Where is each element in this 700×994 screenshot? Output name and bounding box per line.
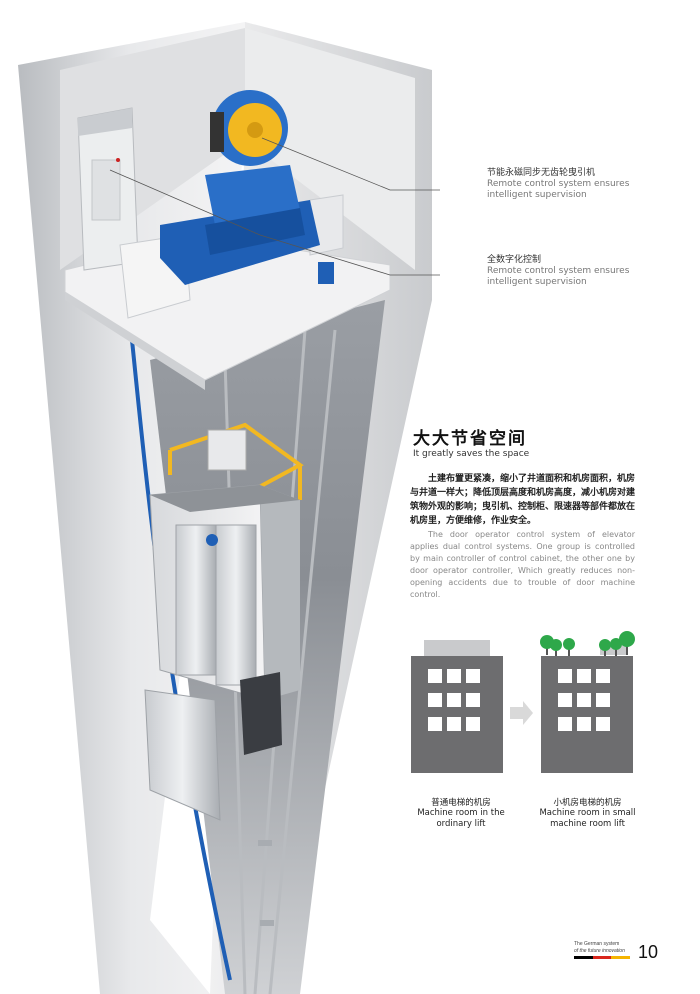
paragraph-english: The door operator control system of elev… (410, 530, 635, 599)
caption-chinese: 小机房电梯的机房 (553, 798, 622, 808)
callout-digital-control: 全数字化控制 Remote control system ensures int… (487, 252, 637, 288)
callout-description: Remote control system ensures intelligen… (487, 179, 630, 200)
brand-bar-black (574, 956, 593, 959)
brand-bar-gold (611, 956, 631, 959)
machine-room-back-right (245, 28, 415, 270)
elevator-shaft-illustration (18, 22, 440, 994)
building-comparison-graphic (411, 631, 635, 773)
page-number: 10 (637, 942, 658, 962)
caption-english: Machine room in the ordinary lift (417, 808, 505, 829)
counterweight (240, 672, 282, 755)
small-machine-room-building (540, 631, 635, 773)
callout-traction-machine: 节能永磁同步无齿轮曳引机 Remote control system ensur… (487, 165, 637, 201)
control-cabinet (77, 107, 139, 271)
brand-color-bar (574, 956, 631, 959)
brand-tagline-line2: of the future innovation (574, 948, 625, 954)
large-machine-room-block (424, 640, 490, 658)
landing-door (144, 689, 221, 821)
floor-edge (65, 292, 205, 390)
callout-title: 全数字化控制 (487, 255, 542, 265)
caption-english: Machine room in small machine room lift (539, 808, 636, 829)
callout-title: 节能永磁同步无齿轮曳引机 (487, 168, 596, 178)
rooftop-trees-icon (540, 631, 635, 656)
limit-switch-box (318, 262, 334, 284)
callout-description: Remote control system ensures intelligen… (487, 266, 630, 287)
car-top-device (207, 429, 247, 471)
callout-leader-lines (109, 137, 440, 276)
elevator-car (149, 484, 300, 701)
paragraph-chinese: 土建布置更紧凑，缩小了井道面积和机房面积，机房与井道一样大；降低顶层高度和机房高… (410, 474, 636, 526)
brand-tagline-line1: The German system (574, 941, 620, 947)
caption-small-room-lift: 小机房电梯的机房 Machine room in small machine r… (530, 796, 645, 830)
caption-ordinary-lift: 普通电梯的机房 Machine room in the ordinary lif… (405, 796, 517, 830)
caption-chinese: 普通电梯的机房 (431, 798, 491, 808)
section-subtitle: It greatly saves the space (413, 449, 530, 459)
traction-machine (160, 90, 320, 285)
brand-bar-red (592, 956, 612, 959)
arrow-icon (510, 701, 533, 725)
ordinary-lift-building (411, 640, 503, 773)
section-title: 大大节省空间 (413, 429, 527, 449)
